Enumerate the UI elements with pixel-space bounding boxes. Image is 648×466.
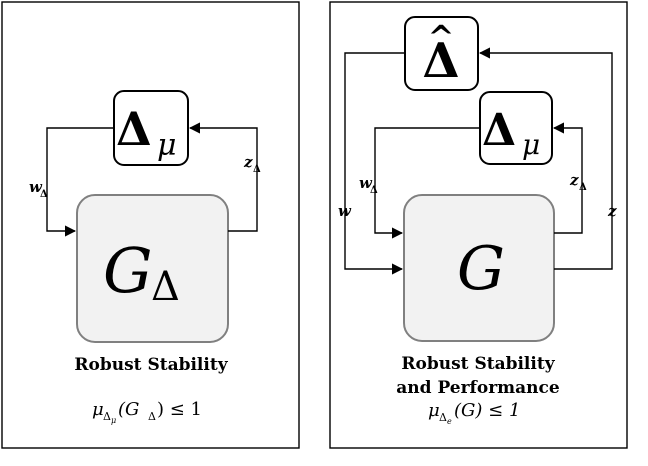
right-panel-frame xyxy=(329,1,628,449)
right-condition-rel: (G) ≤ 1 xyxy=(454,400,520,421)
plant-block-symbol: G xyxy=(103,234,153,307)
left-panel-frame xyxy=(1,1,300,449)
left-panel: Δ μ G Δ w Δ z Δ Robust Stability μ Δ μ (… xyxy=(1,1,300,449)
uncertainty-block-subscript: μ xyxy=(157,128,177,163)
z-delta-arrow xyxy=(552,122,583,234)
left-condition-argument: (G xyxy=(118,399,139,420)
performance-block-symbol: Δ xyxy=(422,33,459,89)
right-condition-sub-delta: Δ xyxy=(439,411,447,424)
left-condition-arg-sub: Δ xyxy=(148,410,156,423)
z-label: z xyxy=(607,202,617,220)
z-arrow xyxy=(478,47,613,270)
w-delta-label: w xyxy=(29,178,43,196)
right-condition-sub-sub: e xyxy=(447,417,452,426)
w-arrow xyxy=(344,52,405,275)
w-delta-label-subscript: Δ xyxy=(370,185,378,196)
uncertainty-block-symbol: Δ xyxy=(482,105,516,156)
left-condition-mu: μ xyxy=(92,399,104,420)
plant-block xyxy=(76,194,229,343)
uncertainty-block-symbol: Δ xyxy=(116,102,152,156)
performance-block-accent: ^ xyxy=(428,18,455,56)
left-condition-rel: ) ≤ 1 xyxy=(157,399,202,420)
left-condition-sub-sub: μ xyxy=(111,416,116,425)
w-delta-label-subscript: Δ xyxy=(40,189,48,200)
right-panel: Δ ^ Δ μ G w Δ z Δ w z Robust Stability a… xyxy=(329,1,628,449)
w-label: w xyxy=(338,202,352,220)
right-condition-mu: μ xyxy=(428,400,440,421)
plant-block-symbol: G xyxy=(457,234,505,304)
z-delta-label-subscript: Δ xyxy=(579,182,587,193)
right-caption-line1: Robust Stability xyxy=(401,354,555,374)
z-delta-label-subscript: Δ xyxy=(253,164,261,175)
uncertainty-block-subscript: μ xyxy=(522,128,540,161)
z-delta-arrow xyxy=(188,122,258,232)
left-caption: Robust Stability xyxy=(74,355,228,375)
left-condition-sub-delta: Δ xyxy=(103,410,111,423)
w-delta-label: w xyxy=(359,174,373,192)
z-delta-label: z xyxy=(243,153,253,171)
plant-block-subscript: Δ xyxy=(151,264,180,310)
w-delta-arrow xyxy=(46,127,114,237)
z-delta-label: z xyxy=(569,171,579,189)
plant-block xyxy=(403,194,555,342)
w-delta-arrow xyxy=(374,127,480,239)
right-caption-line2: and Performance xyxy=(396,378,560,398)
